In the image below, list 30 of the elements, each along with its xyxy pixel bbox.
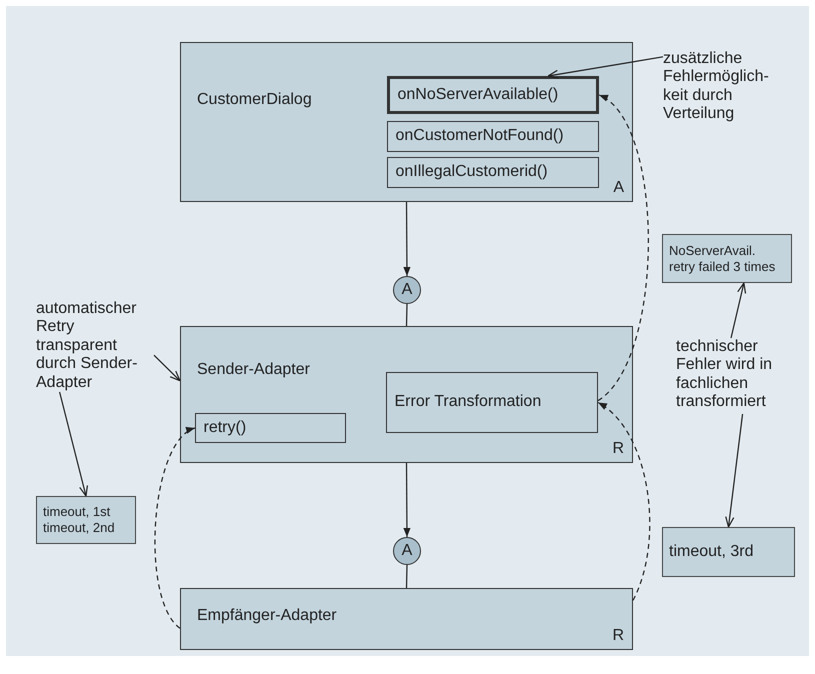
leader-arrow: [548, 56, 664, 79]
leader-arrow: [730, 282, 746, 338]
component-box: [180, 588, 633, 650]
leader-arrow: [154, 354, 181, 382]
annotation-text: zusätzliche Fehlermöglich- keit durch Verteilung: [663, 50, 770, 124]
error-flow-arrow: [598, 94, 649, 402]
method-box: retry(): [194, 412, 346, 442]
info-box: timeout, 1st timeout, 2nd: [36, 496, 136, 544]
method-box: onCustomerNotFound(): [386, 120, 598, 152]
method-box: Error Transformation: [386, 372, 598, 432]
stereotype-letter: R: [612, 440, 624, 458]
info-box: NoServerAvail. retry failed 3 times: [662, 234, 792, 283]
stereotype-letter: A: [613, 179, 624, 197]
stereotype-letter: R: [612, 627, 624, 645]
leader-arrow: [725, 414, 744, 528]
component-box: [180, 326, 633, 463]
error-flow-arrow: [598, 402, 650, 601]
component-name: Empfänger-Adapter: [197, 607, 337, 625]
connector-arrow: [403, 202, 411, 276]
annotation-text: technischer Fehler wird in fachlichen transformiert: [676, 338, 774, 412]
info-box: timeout, 3rd: [662, 527, 795, 577]
method-box: onIllegalCustomerid(): [386, 156, 598, 188]
annotation-text: automatischer Retry transparent durch Sender-Adapter: [36, 300, 138, 392]
component-name: Sender-Adapter: [197, 361, 310, 379]
error-flow-arrow: [154, 427, 196, 629]
component-name: CustomerDialog: [197, 91, 312, 109]
method-box: onNoServerAvailable(): [386, 76, 598, 114]
leader-arrow: [59, 392, 88, 497]
connector-arrow: [403, 463, 411, 537]
component-box: [180, 42, 633, 202]
